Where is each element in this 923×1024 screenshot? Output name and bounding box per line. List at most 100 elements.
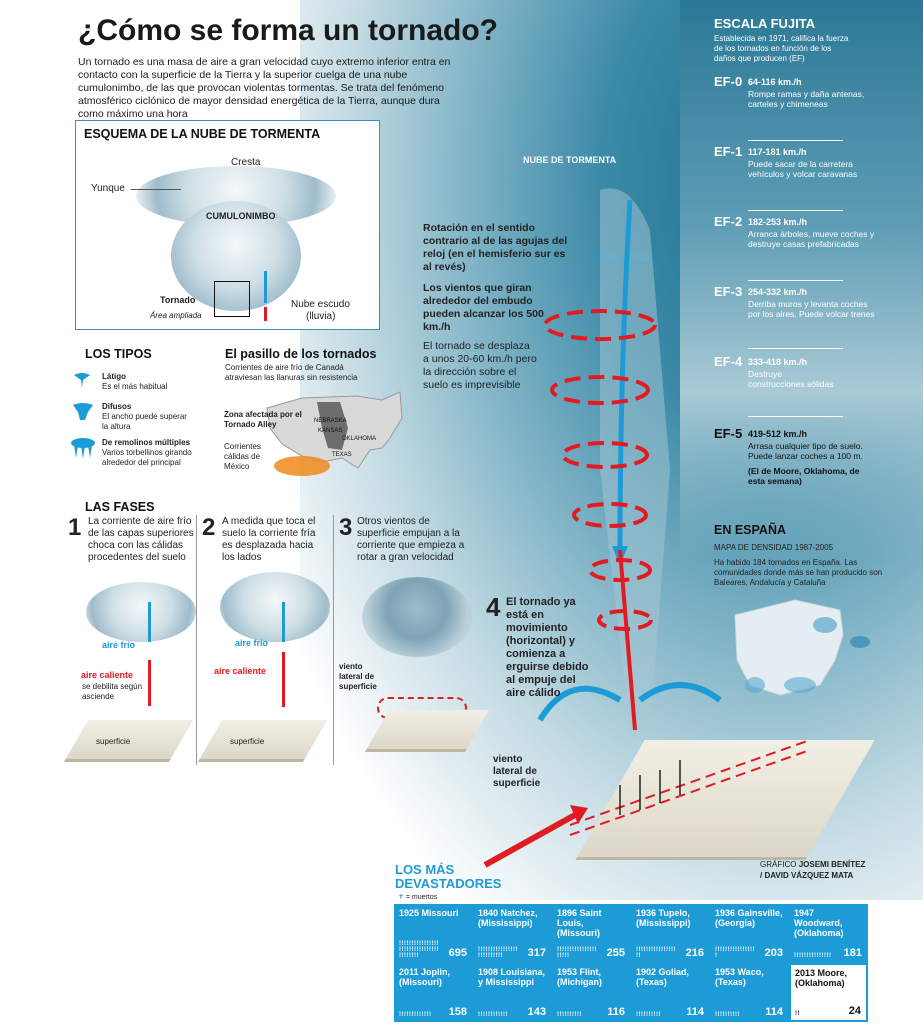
anvil-label: Yunque	[91, 183, 125, 194]
phase-1-panel: 1 La corriente de aire frío de las capas…	[63, 512, 196, 767]
fujita-speed: 64-116 km./h	[748, 77, 802, 87]
phase-divider	[196, 515, 197, 765]
credit-line: GRÁFICO JOSEMI BENÍTEZ	[760, 860, 865, 870]
fujita-level-ef5: EF-5 419-512 km./h Arrasa cualquier tipo…	[714, 426, 904, 494]
multi-vortex-icon	[71, 438, 95, 459]
cold-air-arrow	[148, 602, 151, 642]
fujita-level-ef2: EF-2 182-253 km./h Arranca árboles, muev…	[714, 214, 899, 282]
fujita-note: (El de Moore, Oklahoma, de esta semana)	[748, 466, 860, 486]
fujita-ground-line	[748, 280, 843, 281]
fujita-speed: 117-181 km./h	[748, 147, 807, 157]
deadliest-label: 1936 Tupelo, (Mississippi)	[636, 908, 691, 928]
deadliest-label: 2011 Joplin, (Missouri)	[399, 967, 451, 987]
fujita-ground-line	[748, 416, 843, 417]
fujita-level-ef0: EF-0 64-116 km./h Rompe ramas y daña ant…	[714, 74, 899, 142]
deaths-count: 695	[448, 947, 467, 959]
main-lateral-wind-label: viento lateral de superficie	[493, 754, 541, 789]
deaths-count: 158	[448, 1006, 467, 1018]
deaths-count: 116	[607, 1006, 625, 1018]
fujita-description: Establecida en 1971, califica la fuerza …	[714, 34, 849, 63]
lateral-wind-label: viento lateral de superficie	[339, 662, 377, 691]
deaths-legend-text: = muertos	[405, 894, 438, 901]
deaths-pictogram: !!!!!!!!!!!!!!!!!!!!!!!!!!!!!!!!!!!!!!!!	[399, 941, 439, 959]
deaths-pictogram: !!!!!!!!!!!!!!!!!!!!!!!!!!	[478, 947, 518, 959]
rotation-text: Rotación en el sentido contrario al de l…	[423, 222, 568, 273]
us-map-shape	[266, 391, 403, 476]
storm-cloud-label: NUBE DE TORMENTA	[523, 155, 617, 165]
deadliest-heading: LOS MÁS DEVASTADORES	[395, 862, 502, 891]
fujita-code: EF-2	[714, 214, 743, 229]
type-name: Látigo	[102, 372, 126, 381]
main-ground-vortex	[569, 739, 811, 836]
state-label-kansas: KANSAS	[318, 428, 343, 434]
deadliest-label: 1925 Missouri	[399, 908, 459, 918]
deaths-count: 143	[527, 1006, 546, 1018]
crest-label: Cresta	[231, 157, 261, 168]
deaths-pictogram: !!!!!!!!!!!!!!!!!	[715, 947, 755, 959]
weakens-label: se debilita según asciende	[82, 682, 143, 701]
page-title: ¿Cómo se forma un tornado?	[78, 14, 498, 47]
phase-3-panel: 3 Otros vientos de superficie empujan a …	[337, 512, 490, 767]
deadliest-entry: 1953 Waco, (Texas)!!!!!!!!!!114	[711, 964, 788, 1021]
type-item-multi-vortex: De remolinos múltiples Varios torbellino…	[70, 438, 220, 474]
type-item-whip: Látigo Es el más habitual	[70, 372, 210, 402]
spain-description: Ha habido 184 tornados en España. Las co…	[714, 558, 883, 587]
phase-number: 2	[202, 514, 216, 541]
fujita-ground-line	[748, 348, 843, 349]
shelf-cloud-label: Nube escudo	[291, 299, 350, 310]
fujita-ground-line	[748, 140, 843, 141]
deaths-pictogram: !!!!!!!!!!	[636, 1012, 661, 1018]
tornado-label: Tornado	[160, 295, 196, 305]
phase-number: 3	[339, 514, 353, 541]
deaths-count: 255	[606, 947, 625, 959]
surface-label: superficie	[96, 737, 131, 746]
deadliest-entry: 2013 Moore, (Oklahoma)!!24	[790, 964, 867, 1021]
deaths-count: 181	[843, 947, 862, 959]
fujita-level-ef3: EF-3 254-332 km./h Derriba muros y levan…	[714, 284, 899, 352]
deadliest-entry: 1925 Missouri!!!!!!!!!!!!!!!!!!!!!!!!!!!…	[395, 905, 472, 962]
credit-author-1: JOSEMI BENÍTEZ	[798, 860, 866, 869]
cold-air-label: aire frío	[102, 640, 136, 650]
phase-3-cloud	[362, 577, 472, 657]
alley-heading: El pasillo de los tornados	[225, 347, 377, 361]
deaths-pictogram: !!!!!!!!!!!!!!!	[794, 953, 832, 959]
state-label-nebraska: NEBRASKA	[314, 418, 347, 424]
deadliest-entry: 1908 Louisiana, y Mississippi!!!!!!!!!!!…	[474, 964, 551, 1021]
credit-author-2: / DAVID VÁZQUEZ MATA	[760, 871, 854, 880]
deadliest-entry: 1947 Woodward, (Oklahoma)!!!!!!!!!!!!!!!…	[790, 905, 867, 962]
fujita-code: EF-3	[714, 284, 743, 299]
person-icon: ✝	[398, 894, 404, 901]
cold-air-label: aire frío	[235, 638, 269, 648]
surface-label: superficie	[230, 737, 265, 746]
phase-text: A medida que toca el suelo la corriente …	[222, 516, 316, 563]
warm-air-arrow	[148, 660, 151, 706]
fujita-code: EF-4	[714, 354, 743, 369]
spain-subtitle: MAPA DE DENSIDAD 1987-2005	[714, 543, 834, 552]
deaths-count: 317	[527, 947, 546, 959]
deadliest-entry: 1936 Gainsville, (Georgia)!!!!!!!!!!!!!!…	[711, 905, 788, 962]
deadliest-label: 1953 Waco, (Texas)	[715, 967, 764, 987]
fujita-desc: Arrasa cualquier tipo de suelo. Puede la…	[748, 441, 863, 461]
deaths-pictogram: !!!!!!!!!!	[557, 1012, 582, 1018]
deaths-count: 114	[686, 1006, 704, 1018]
cold-air-arrow	[264, 271, 267, 303]
fujita-code: EF-0	[714, 74, 743, 89]
fujita-desc: Arranca árboles, mueve coches y destruye…	[748, 229, 875, 249]
rain-label: (lluvia)	[306, 311, 336, 322]
deadliest-label: 1908 Louisiana, y Mississippi	[478, 967, 546, 987]
deadliest-label: 2013 Moore, (Oklahoma)	[795, 968, 848, 988]
lateral-wind-arrow	[483, 805, 588, 868]
phase-4-text: El tornado ya está en movimiento (horizo…	[506, 596, 589, 699]
fujita-level-ef1: EF-1 117-181 km./h Puede sacar de la car…	[714, 144, 899, 212]
phase-number: 1	[68, 514, 82, 541]
fujita-code: EF-1	[714, 144, 743, 159]
type-name: Difusos	[102, 402, 132, 411]
deaths-pictogram: !!!!!!!!!!!!!!!!!!	[636, 947, 676, 959]
spain-heading: EN ESPAÑA	[714, 523, 787, 537]
fujita-desc: Rompe ramas y daña antenas, carteles y c…	[748, 89, 865, 109]
alley-description: Corrientes de aire frío de Canadá atravi…	[225, 363, 358, 382]
deaths-pictogram: !!!!!!!!!!!!!!!!!!!!!	[557, 947, 597, 959]
fujita-level-ef4: EF-4 333-418 km./h Destruye construccion…	[714, 354, 899, 422]
type-desc: Varios torbellinos girando alrededor del…	[102, 448, 192, 467]
deadliest-label: 1936 Gainsville, (Georgia)	[715, 908, 783, 928]
